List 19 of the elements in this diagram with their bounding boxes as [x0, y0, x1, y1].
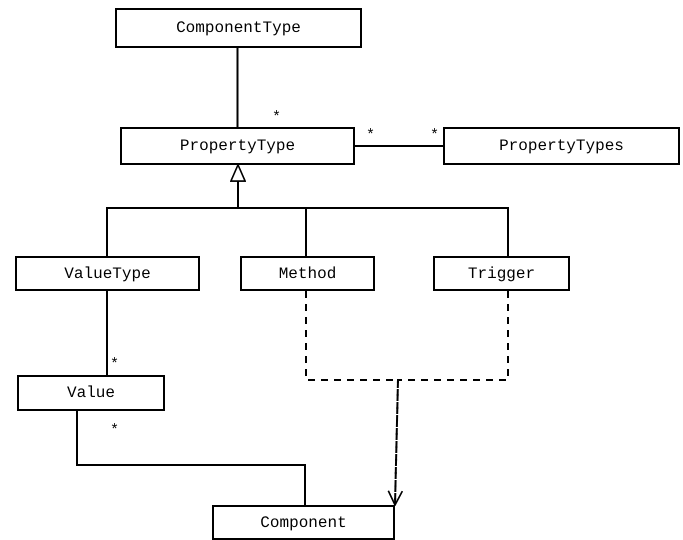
multiplicity-label: *	[272, 110, 282, 125]
multiplicity-label: *	[366, 128, 376, 143]
multiplicity-label: *	[110, 423, 120, 438]
multiplicity-label: *	[430, 128, 440, 143]
dependency-arrow	[388, 291, 509, 506]
inheritance-arrow	[230, 164, 509, 256]
class-box: Value	[17, 375, 165, 411]
class-box: ComponentType	[115, 8, 362, 48]
class-box: Method	[240, 256, 375, 291]
association-line	[236, 48, 238, 127]
class-box: PropertyType	[120, 127, 355, 165]
association-line	[76, 411, 306, 505]
class-box: ValueType	[15, 256, 200, 291]
class-box: Component	[212, 505, 395, 540]
class-box: PropertyTypes	[443, 127, 680, 165]
association-line	[106, 291, 108, 375]
class-box: Trigger	[433, 256, 570, 291]
association-line	[355, 145, 443, 147]
multiplicity-label: *	[110, 357, 120, 372]
